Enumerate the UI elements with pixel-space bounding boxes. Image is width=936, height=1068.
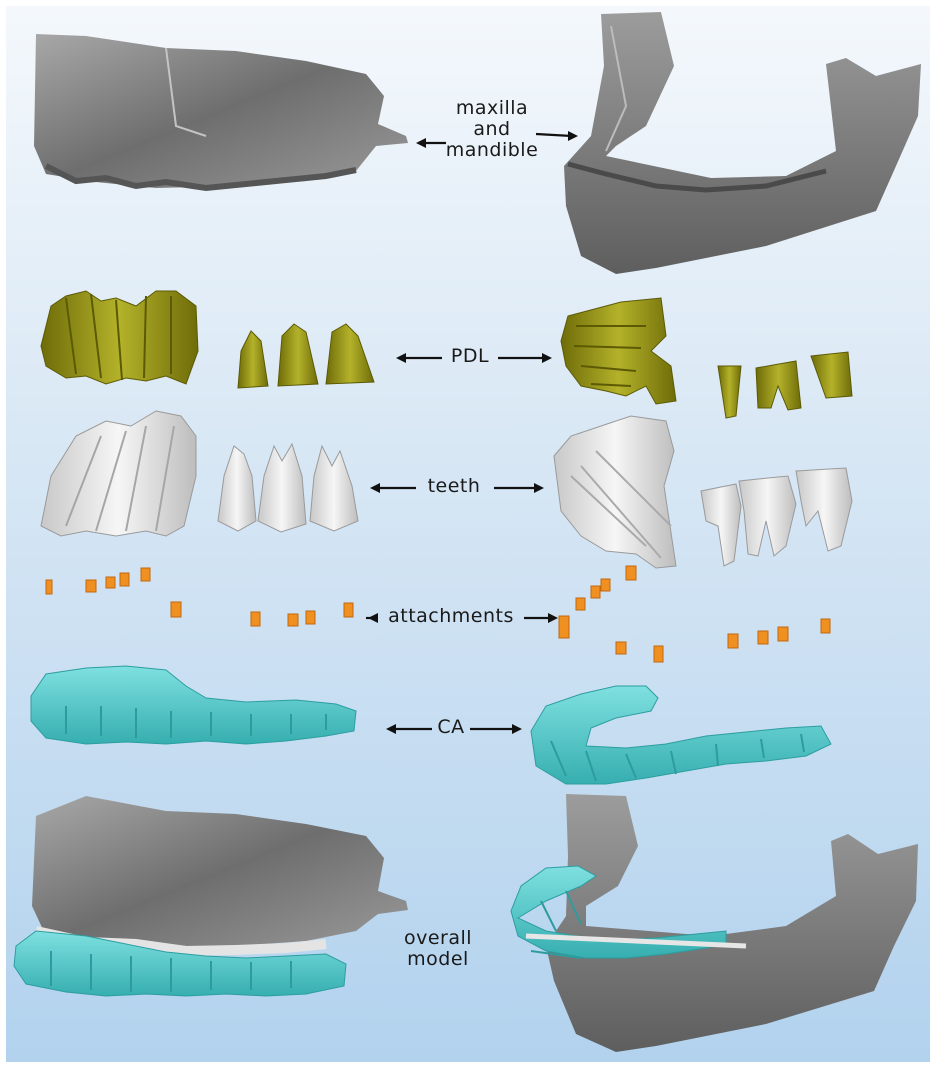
overall-model-label: overall model bbox=[394, 928, 482, 970]
attachments-label: attachments bbox=[378, 606, 524, 627]
overall-model-label-line2: model bbox=[394, 949, 482, 970]
attachments-left-group bbox=[46, 568, 353, 626]
overall-model-lower bbox=[511, 794, 918, 1052]
overall-model-upper bbox=[14, 796, 408, 996]
teeth-label: teeth bbox=[416, 476, 492, 497]
anatomy-illustration bbox=[6, 6, 930, 1062]
mandible-model bbox=[564, 12, 921, 274]
pdl-label: PDL bbox=[444, 346, 496, 367]
overall-model-label-line1: overall bbox=[394, 928, 482, 949]
aligner-upper bbox=[31, 666, 356, 744]
attachments-right-group bbox=[559, 566, 830, 662]
maxilla-mandible-label-line3: mandible bbox=[444, 140, 540, 161]
pdl-right-group bbox=[561, 298, 852, 418]
pdl-left-group bbox=[41, 291, 374, 388]
ca-label: CA bbox=[434, 717, 468, 738]
maxilla-mandible-label-line2: and bbox=[444, 119, 540, 140]
maxilla-model bbox=[34, 34, 408, 188]
teeth-right-group bbox=[554, 416, 852, 568]
maxilla-mandible-label: maxilla and mandible bbox=[444, 98, 540, 161]
teeth-left-group bbox=[41, 411, 358, 536]
maxilla-mandible-label-line1: maxilla bbox=[444, 98, 540, 119]
aligner-lower bbox=[531, 686, 831, 784]
figure-canvas: maxilla and mandible PDL teeth attachmen… bbox=[6, 6, 930, 1062]
